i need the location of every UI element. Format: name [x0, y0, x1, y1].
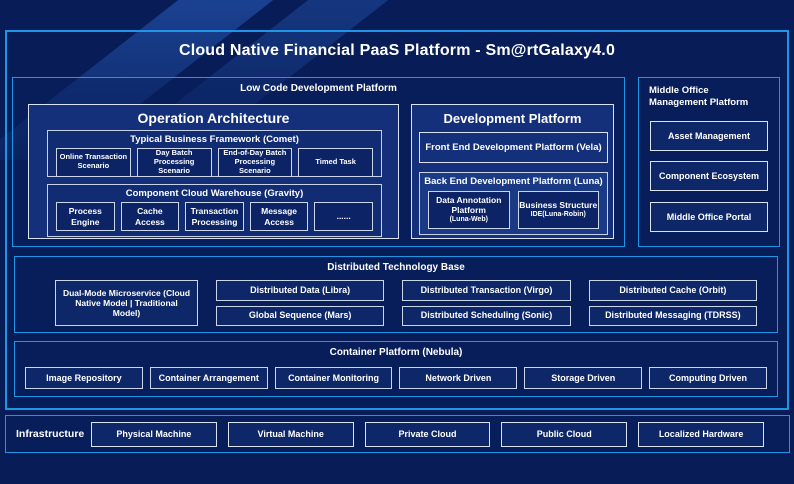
node-middle-office-portal: Middle Office Portal	[650, 201, 768, 232]
node-component-ecosystem: Component Ecosystem	[650, 161, 768, 192]
back-end-items: Data Annotation Platform (Luna-Web) Busi…	[420, 189, 607, 234]
node-global-sequence-mars: Global Sequence (Mars)	[216, 305, 385, 326]
section-container-platform-nebula: Container Platform (Nebula) Image Reposi…	[14, 341, 778, 397]
node-virtual-machine: Virtual Machine	[227, 421, 354, 447]
comet-label: Typical Business Framework (Comet)	[130, 134, 299, 145]
distributed-label: Distributed Technology Base	[327, 262, 465, 273]
panel-operation-architecture: Operation Architecture Typical Business …	[28, 104, 399, 239]
page-title: Cloud Native Financial PaaS Platform - S…	[178, 42, 616, 59]
node-line: Business Structure	[519, 200, 598, 211]
middle-office-items: Asset Management Component Ecosystem Mid…	[639, 109, 779, 246]
panel-development-platform: Development Platform Front End Developme…	[411, 104, 614, 239]
distributed-column: Distributed Data (Libra) Global Sequence…	[216, 280, 385, 326]
distributed-column: Distributed Transaction (Virgo) Distribu…	[402, 280, 571, 326]
node-day-batch-processing-scenario: Day Batch Processing Scenario	[136, 148, 212, 177]
group-back-end-development-platform-luna: Back End Development Platform (Luna) Dat…	[419, 172, 608, 235]
node-ellipsis: ......	[314, 202, 373, 231]
node-business-structure-ide-luna-robin: Business Structure IDE(Luna-Robin)	[517, 191, 599, 229]
comet-items: Online Transaction Scenario Day Batch Pr…	[48, 147, 381, 182]
section-distributed-technology-base: Distributed Technology Base Dual-Mode Mi…	[14, 256, 778, 333]
development-platform-title: Development Platform	[443, 111, 582, 126]
infrastructure-label: Infrastructure	[16, 428, 85, 440]
node-line: Data Annotation Platform	[436, 195, 502, 216]
middle-office-label: Middle Office Management Platform	[649, 85, 749, 108]
node-physical-machine: Physical Machine	[91, 421, 217, 447]
node-distributed-scheduling-sonic: Distributed Scheduling (Sonic)	[402, 305, 571, 326]
node-distributed-messaging-tdrss: Distributed Messaging (TDRSS)	[588, 305, 757, 326]
operation-architecture-title: Operation Architecture	[137, 110, 290, 126]
node-process-engine: Process Engine	[56, 202, 115, 231]
node-container-monitoring: Container Monitoring	[274, 367, 393, 389]
node-data-annotation-platform-luna-web: Data Annotation Platform (Luna-Web)	[428, 191, 510, 229]
node-asset-management: Asset Management	[650, 121, 768, 152]
node-distributed-data-libra: Distributed Data (Libra)	[216, 280, 385, 301]
node-public-cloud: Public Cloud	[501, 421, 628, 447]
section-infrastructure: Infrastructure Physical Machine Virtual …	[5, 415, 790, 453]
container-platform-items: Image Repository Container Arrangement C…	[25, 367, 767, 389]
node-end-of-day-batch-processing-scenario: End-of-Day Batch Processing Scenario	[217, 148, 293, 177]
node-online-transaction-scenario: Online Transaction Scenario	[56, 148, 131, 177]
node-transaction-processing: Transaction Processing	[185, 202, 244, 231]
node-front-end-development-platform-vela: Front End Development Platform (Vela)	[419, 132, 608, 163]
node-timed-task: Timed Task	[298, 148, 373, 177]
node-message-access: Message Access	[249, 202, 309, 231]
node-computing-driven: Computing Driven	[649, 367, 767, 389]
group-component-cloud-warehouse-gravity: Component Cloud Warehouse (Gravity) Proc…	[47, 184, 382, 237]
node-dual-mode-microservice: Dual-Mode Microservice (Cloud Native Mod…	[55, 280, 198, 326]
node-image-repository: Image Repository	[25, 367, 143, 389]
infrastructure-items: Physical Machine Virtual Machine Private…	[91, 421, 789, 447]
node-cache-access: Cache Access	[120, 202, 180, 231]
node-distributed-transaction-virgo: Distributed Transaction (Virgo)	[402, 280, 571, 301]
distributed-column: Distributed Cache (Orbit) Distributed Me…	[588, 280, 757, 326]
node-storage-driven: Storage Driven	[524, 367, 643, 389]
section-middle-office-management-platform: Middle Office Management Platform Asset …	[638, 77, 780, 247]
node-localized-hardware: Localized Hardware	[638, 421, 764, 447]
container-platform-label: Container Platform (Nebula)	[329, 347, 463, 358]
gravity-label: Component Cloud Warehouse (Gravity)	[125, 188, 304, 199]
distributed-items: Dual-Mode Microservice (Cloud Native Mod…	[55, 280, 757, 326]
group-typical-business-framework-comet: Typical Business Framework (Comet) Onlin…	[47, 130, 382, 177]
node-subline: IDE(Luna-Robin)	[530, 211, 586, 219]
node-container-arrangement: Container Arrangement	[149, 367, 268, 389]
node-distributed-cache-orbit: Distributed Cache (Orbit)	[588, 280, 757, 301]
section-low-code-platform: Low Code Development Platform Operation …	[12, 77, 625, 247]
gravity-items: Process Engine Cache Access Transaction …	[48, 201, 381, 236]
back-end-label: Back End Development Platform (Luna)	[424, 176, 603, 187]
node-subline: (Luna-Web)	[449, 216, 488, 224]
node-private-cloud: Private Cloud	[364, 421, 491, 447]
node-network-driven: Network Driven	[399, 367, 518, 389]
low-code-platform-label: Low Code Development Platform	[240, 83, 397, 94]
